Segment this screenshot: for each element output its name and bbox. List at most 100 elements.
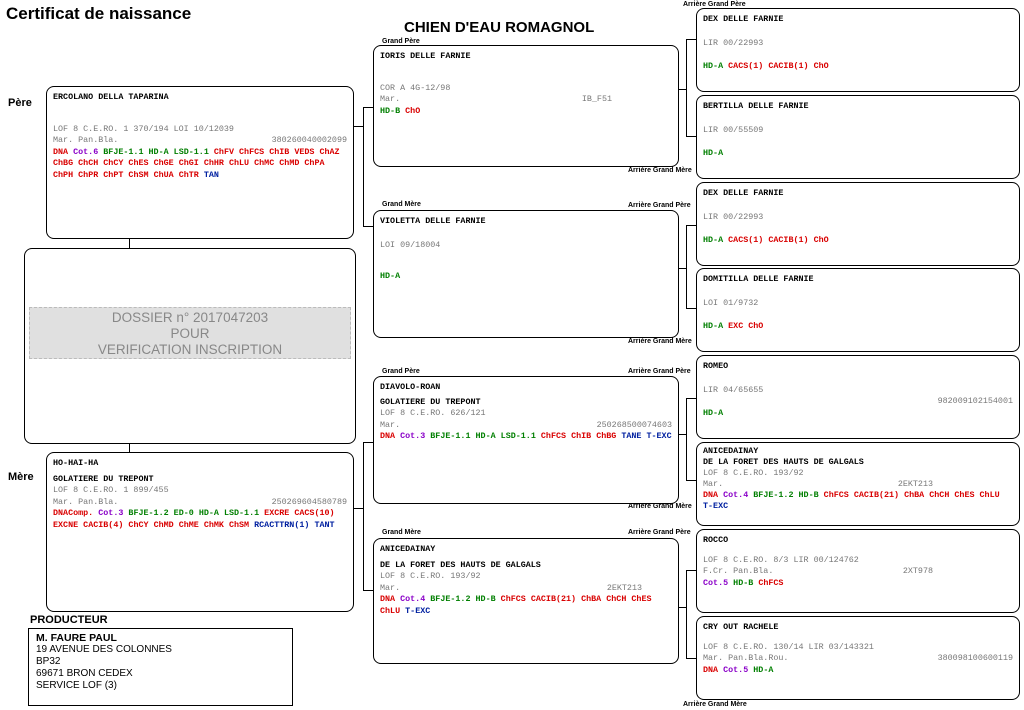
connector — [129, 443, 130, 453]
title-tag: CACIB(21) — [853, 490, 900, 500]
tag-list: DNAComp. Cot.3 BFJE-1.2 ED-0 HD-A LSD-1.… — [53, 508, 347, 531]
connector — [353, 508, 364, 509]
title-tag: ChPT — [103, 169, 124, 180]
title-tag: ChPA — [304, 158, 325, 169]
title-tag: T-EXC — [405, 605, 431, 616]
tag-list: DNA Cot.4 BFJE-1.2 HD-B ChFCS CACIB(21) … — [703, 490, 1013, 512]
title-tag: BFJE-1.1 — [103, 146, 144, 157]
title-tag: ChBG — [53, 158, 74, 169]
title-tag: ChGE — [153, 158, 174, 169]
great-grandparent-card: ROCCO LOF 8 C.E.RO. 8/3 LIR 00/124762 F.… — [696, 529, 1020, 613]
title-tag: CACIB(1) — [768, 61, 809, 72]
connector — [686, 225, 696, 226]
title-tag: ChES — [954, 490, 975, 500]
dog-name: CRY OUT RACHELE — [703, 622, 779, 632]
title-tag: EXC — [728, 321, 744, 332]
title-tag: ChO — [405, 105, 421, 116]
tag-list: DNA Cot.5 HD-A — [703, 665, 1013, 677]
title-tag: TAN — [203, 169, 219, 180]
connector — [363, 590, 374, 591]
great-grandparent-card: CRY OUT RACHELE LOF 8 C.E.RO. 130/14 LIR… — [696, 616, 1020, 700]
great-gd-label: Arrière Grand Mère — [628, 167, 692, 174]
title-tag: HD-A — [380, 271, 401, 282]
page-title: Certificat de naissance — [6, 4, 192, 23]
grand-dam-label: Grand Mère — [382, 529, 421, 536]
dog-name: DIAVOLO-ROAN — [380, 382, 441, 392]
title-tag: HD-B — [380, 105, 401, 116]
title-tag: ChMC — [254, 158, 275, 169]
title-tag: ChIB — [269, 146, 290, 157]
dog-name: DOMITILLA DELLE FARNIE — [703, 274, 814, 284]
title-tag: ChMD — [279, 158, 300, 169]
title-tag: CACS(10) — [294, 508, 335, 519]
connector — [686, 136, 696, 137]
title-tag: CACS(1) — [728, 235, 764, 246]
connector — [363, 107, 364, 227]
title-tag: CACIB(21) — [530, 594, 577, 605]
breed-title: CHIEN D'EAU ROMAGNOL — [404, 19, 595, 36]
connector — [686, 398, 687, 481]
title-tag: HD-B — [798, 490, 819, 500]
connector — [129, 238, 130, 249]
great-gd-label: Arrière Grand Mère — [628, 503, 692, 510]
sire-label: Père — [8, 97, 32, 109]
chip-number: 982009102154001 — [937, 396, 1013, 407]
grand-dam-label: Grand Mère — [382, 201, 421, 208]
reg-number: LOF 8 C.E.RO. 8/3 LIR 00/124762 — [703, 554, 859, 565]
title-tag: VEDS — [294, 146, 315, 157]
title-tag: DNA — [703, 490, 719, 500]
dossier-box: DOSSIER n° 2017047203 POUR VERIFICATION … — [24, 248, 356, 444]
title-tag: Cot.6 — [73, 146, 99, 157]
reg-number: LOF 8 C.E.RO. 1 899/455 — [53, 485, 169, 496]
title-tag: HD-A — [703, 148, 724, 159]
reg-number: LOI 09/18004 — [380, 239, 441, 250]
dog-name: ROMEO — [703, 361, 729, 371]
great-grandparent-card: BERTILLA DELLE FARNIE LIR 00/55509 HD-A — [696, 95, 1020, 179]
title-tag: Cot.3 — [98, 508, 124, 519]
title-tag: Cot.5 — [703, 577, 729, 588]
connector — [686, 225, 687, 309]
title-tag: ChBG — [596, 431, 617, 442]
title-tag: BFJE-1.2 — [753, 490, 794, 500]
title-tag: ChGI — [178, 158, 199, 169]
title-tag: CACIB(4) — [83, 519, 124, 530]
dossier-line: VERIFICATION INSCRIPTION — [97, 342, 283, 357]
dog-name: DEX DELLE FARNIE — [703, 14, 784, 24]
title-tag: ChSM — [128, 169, 149, 180]
tag-list: HD-A CACS(1) CACIB(1) ChO — [703, 235, 1013, 247]
title-tag: ChO — [748, 321, 764, 332]
producer-box: M. FAURE PAUL 19 AVENUE DES COLONNES BP3… — [28, 628, 293, 706]
grand-dam-card: VIOLETTA DELLE FARNIE LOI 09/18004 HD-A — [373, 210, 679, 338]
great-grandparent-card: ANICEDAINAY DE LA FORET DES HAUTS DE GAL… — [696, 442, 1020, 526]
title-tag: ChLU — [380, 605, 401, 616]
title-tag: HD-B — [475, 594, 496, 605]
mark-row: Mar. Pan.Bla.250269604580789 — [53, 496, 347, 507]
kennel-name: GOLATIERE DU TREPONT — [53, 473, 154, 484]
tag-list: HD-A — [703, 148, 1013, 160]
connector — [353, 126, 364, 127]
title-tag: Cot.4 — [400, 594, 426, 605]
reg-number: LIR 04/65655 — [703, 384, 764, 395]
title-tag: ChO — [813, 235, 829, 246]
title-tag: ChUA — [153, 169, 174, 180]
title-tag: ChFCS — [540, 431, 567, 442]
connector — [686, 39, 687, 137]
sire-card: ERCOLANO DELLA TAPARINA LOF 8 C.E.RO. 1 … — [46, 86, 354, 239]
title-tag: ChSM — [228, 519, 250, 530]
title-tag: ChCH — [929, 490, 950, 500]
title-tag: T-EXC — [703, 501, 729, 511]
title-tag: ChES — [128, 158, 149, 169]
title-tag: DNA — [703, 664, 719, 675]
title-tag: ChBA — [581, 594, 602, 605]
title-tag: HD-A — [703, 407, 724, 418]
reg-number: LOF 8 C.E.RO. 626/121 — [380, 408, 486, 419]
connector — [686, 308, 696, 309]
title-tag: ChFCS — [823, 490, 849, 500]
connector — [686, 570, 696, 571]
connector — [686, 570, 687, 659]
title-tag: ChBA — [904, 490, 925, 500]
grand-dam-card: ANICEDAINAY DE LA FORET DES HAUTS DE GAL… — [373, 538, 679, 664]
grand-sire-card: IORIS DELLE FARNIE COR A 4G-12/98 Mar.IB… — [373, 45, 679, 167]
reg-number: LIR 00/22993 — [703, 37, 764, 48]
dog-name: ANICEDAINAY — [380, 544, 436, 554]
